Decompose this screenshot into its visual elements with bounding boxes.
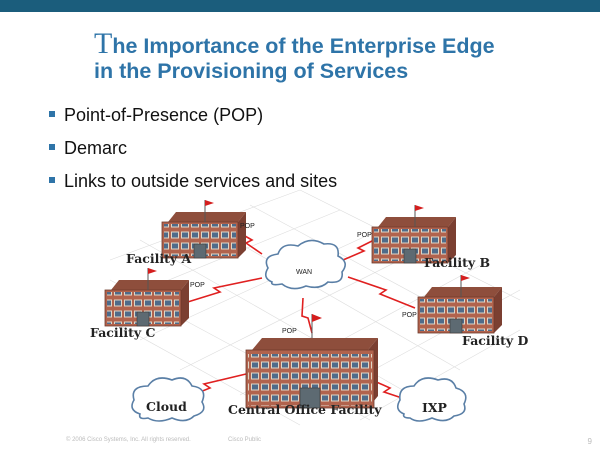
ixp-label: IXP — [422, 400, 448, 415]
facility-b-label: Facility B — [424, 255, 490, 270]
bullet-item: Demarc — [48, 133, 337, 166]
cloud-label: Cloud — [146, 399, 187, 414]
pop-label: POP — [357, 232, 372, 239]
facility-d-label: Facility D — [462, 333, 529, 348]
link-c-wan — [177, 277, 263, 306]
page-number: 9 — [587, 437, 592, 446]
facility-c-label: Facility C — [90, 325, 156, 340]
wan-label: WAN — [296, 269, 312, 276]
bullet-list: Point-of-Presence (POP) Demarc Links to … — [48, 100, 337, 199]
title-line-1: he Importance of the Enterprise Edge — [112, 34, 495, 58]
central-office-label: Central Office Facility — [228, 402, 382, 417]
pop-label: POP — [240, 223, 255, 230]
pop-label: POP — [190, 282, 205, 289]
facility-a-label: Facility A — [126, 251, 192, 266]
pop-label: POP — [282, 328, 297, 335]
slide-title: The Importance of the Enterprise Edge in… — [94, 27, 495, 85]
link-d-wan — [347, 276, 416, 309]
pop-label: POP — [402, 312, 417, 319]
bullet-icon — [49, 177, 55, 183]
cloud-node: Cloud — [131, 377, 205, 422]
bullet-icon — [49, 144, 55, 150]
footer-copyright: © 2006 Cisco Systems, Inc. All rights re… — [66, 437, 191, 443]
ixp-cloud: IXP — [396, 377, 467, 422]
bullet-item: Links to outside services and sites — [48, 166, 337, 199]
link-central-wan — [301, 297, 313, 334]
link-b-wan — [342, 239, 375, 261]
wan-cloud: WAN — [264, 239, 346, 290]
link-central-ixp — [371, 379, 403, 399]
bullet-icon — [49, 111, 55, 117]
building-facility-d-icon — [417, 274, 503, 334]
bullet-item: Point-of-Presence (POP) — [48, 100, 337, 133]
building-facility-a-icon — [161, 199, 247, 259]
footer-public: Cisco Public — [228, 437, 262, 443]
top-bar — [0, 0, 600, 12]
title-line-2: in the Provisioning of Services — [94, 59, 409, 83]
title-dropcap: T — [94, 27, 113, 60]
building-central-office-icon — [245, 313, 379, 409]
